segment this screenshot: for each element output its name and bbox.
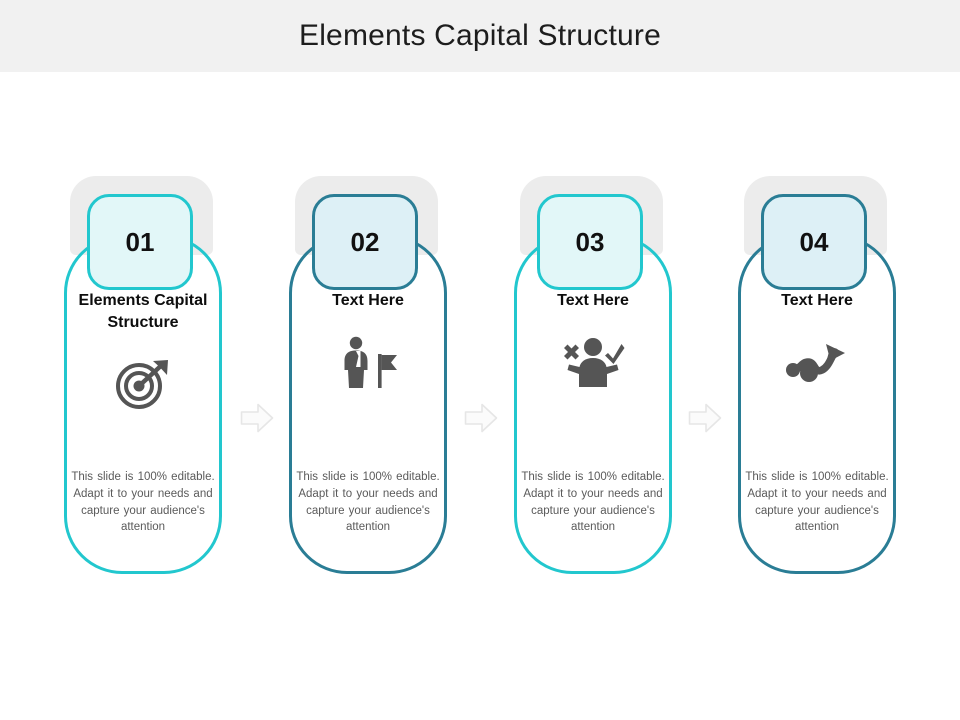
step-heading: Text Here <box>781 292 853 309</box>
step-number-badge[interactable]: 02 <box>312 194 418 290</box>
target-arrow-icon <box>103 353 183 415</box>
step-number-label: 01 <box>125 227 155 257</box>
step-body-text: This slide is 100% editable. Adapt it to… <box>521 471 665 534</box>
step-number-badge[interactable]: 04 <box>761 194 867 290</box>
step-heading: Text Here <box>557 292 629 309</box>
right-arrow-icon <box>464 403 498 433</box>
step-content: Text Here This slide is 100% editable. A… <box>738 235 896 574</box>
slide-title-bar: Elements Capital Structure <box>0 0 960 72</box>
businessman-flag-icon <box>328 332 408 394</box>
connector-arrow-2 <box>464 402 498 434</box>
step-body-text: This slide is 100% editable. Adapt it to… <box>745 471 889 534</box>
step-column-03[interactable]: 03 Text Here This slide is 100% editable… <box>508 172 678 582</box>
step-content: Text Here This slide is 100% editable. A… <box>289 235 447 574</box>
step-content: Elements Capital Structure This slide is… <box>64 235 222 574</box>
step-heading: Elements Capital Structure <box>78 292 208 331</box>
step-number-label: 04 <box>799 227 829 257</box>
step-content: Text Here This slide is 100% editable. A… <box>514 235 672 574</box>
step-number-badge[interactable]: 03 <box>537 194 643 290</box>
step-column-02[interactable]: 02 Text Here This slid <box>283 172 453 582</box>
columns-region: 01 Elements Capital Structure This <box>0 72 960 720</box>
step-number-label: 02 <box>350 227 380 257</box>
step-number-label: 03 <box>575 227 605 257</box>
step-body-text: This slide is 100% editable. Adapt it to… <box>71 471 215 534</box>
step-column-04[interactable]: 04 Text Here This slide is 100% editable… <box>732 172 902 582</box>
step-heading: Text Here <box>332 292 404 309</box>
step-body-text: This slide is 100% editable. Adapt it to… <box>296 471 440 534</box>
slide-title: Elements Capital Structure <box>298 19 662 52</box>
step-number-badge[interactable]: 01 <box>87 194 193 290</box>
right-arrow-icon <box>688 403 722 433</box>
connector-arrow-1 <box>240 402 274 434</box>
connector-arrow-3 <box>688 402 722 434</box>
step-column-01[interactable]: 01 Elements Capital Structure This <box>58 172 228 582</box>
path-arrow-icon <box>777 332 857 394</box>
right-arrow-icon <box>240 403 274 433</box>
person-choice-icon <box>553 332 633 394</box>
